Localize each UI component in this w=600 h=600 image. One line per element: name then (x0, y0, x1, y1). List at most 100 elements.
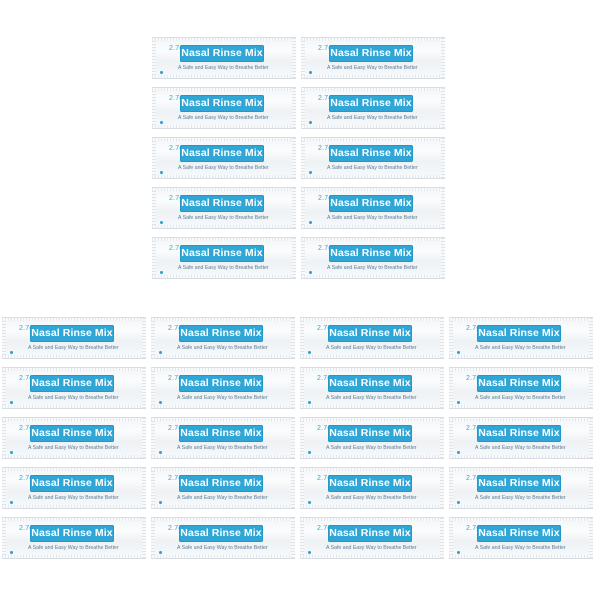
sachet-weight: 2.7g (317, 325, 332, 332)
logo-dot-icon (160, 71, 163, 74)
logo-dot-icon (309, 221, 312, 224)
sachet-product-name: Nasal Rinse Mix (180, 195, 264, 212)
crimp-edge-top (300, 418, 444, 421)
sachet-tagline: A Safe and Easy Way to Breathe Better (178, 115, 269, 121)
crimp-edge-bottom (151, 355, 295, 358)
crimp-edge-bottom (2, 405, 146, 408)
sachet-product-name: Nasal Rinse Mix (180, 145, 264, 162)
sachet-packet: 2.7g Nasal Rinse Mix A Safe and Easy Way… (300, 467, 444, 509)
logo-dot-icon (10, 451, 13, 454)
crimp-edge-top (301, 188, 445, 191)
crimp-edge-bottom (300, 455, 444, 458)
sachet-tagline: A Safe and Easy Way to Breathe Better (177, 545, 268, 551)
crimp-edge-bottom (2, 355, 146, 358)
logo-dot-icon (309, 71, 312, 74)
sachet-tagline: A Safe and Easy Way to Breathe Better (327, 65, 418, 71)
sachet-product-name: Nasal Rinse Mix (328, 475, 412, 492)
logo-dot-icon (160, 271, 163, 274)
sachet-packet: 2.7g Nasal Rinse Mix A Safe and Easy Way… (152, 187, 296, 229)
logo-dot-icon (160, 171, 163, 174)
logo-dot-icon (457, 401, 460, 404)
logo-dot-icon (159, 451, 162, 454)
crimp-edge-top (300, 368, 444, 371)
sachet-weight: 2.7g (466, 425, 481, 432)
sachet-product-name: Nasal Rinse Mix (328, 425, 412, 442)
logo-dot-icon (309, 171, 312, 174)
sachet-product-name: Nasal Rinse Mix (328, 325, 412, 342)
crimp-edge-bottom (301, 125, 445, 128)
sachet-weight: 2.7g (466, 325, 481, 332)
crimp-edge-bottom (152, 125, 296, 128)
sachet-product-name: Nasal Rinse Mix (30, 525, 114, 542)
sachet-weight: 2.7g (169, 195, 184, 202)
crimp-edge-top (151, 468, 295, 471)
sachet-tagline: A Safe and Easy Way to Breathe Better (327, 165, 418, 171)
sachet-weight: 2.7g (318, 195, 333, 202)
sachet-product-name: Nasal Rinse Mix (328, 525, 412, 542)
crimp-edge-bottom (300, 405, 444, 408)
sachet-weight: 2.7g (318, 245, 333, 252)
crimp-edge-top (300, 518, 444, 521)
sachet-tagline: A Safe and Easy Way to Breathe Better (177, 495, 268, 501)
sachet-tagline: A Safe and Easy Way to Breathe Better (177, 445, 268, 451)
sachet-tagline: A Safe and Easy Way to Breathe Better (28, 445, 119, 451)
sachet-packet: 2.7g Nasal Rinse Mix A Safe and Easy Way… (449, 467, 593, 509)
crimp-edge-top (151, 518, 295, 521)
crimp-edge-top (449, 468, 593, 471)
sachet-packet: 2.7g Nasal Rinse Mix A Safe and Easy Way… (151, 367, 295, 409)
crimp-edge-bottom (151, 405, 295, 408)
crimp-edge-top (301, 88, 445, 91)
sachet-packet: 2.7g Nasal Rinse Mix A Safe and Easy Way… (2, 317, 146, 359)
sachet-packet: 2.7g Nasal Rinse Mix A Safe and Easy Way… (300, 317, 444, 359)
sachet-packet: 2.7g Nasal Rinse Mix A Safe and Easy Way… (151, 417, 295, 459)
sachet-tagline: A Safe and Easy Way to Breathe Better (327, 115, 418, 121)
sachet-tagline: A Safe and Easy Way to Breathe Better (28, 395, 119, 401)
sachet-weight: 2.7g (168, 525, 183, 532)
sachet-weight: 2.7g (318, 95, 333, 102)
crimp-edge-top (151, 368, 295, 371)
logo-dot-icon (309, 121, 312, 124)
sachet-weight: 2.7g (317, 425, 332, 432)
crimp-edge-bottom (449, 405, 593, 408)
sachet-tagline: A Safe and Easy Way to Breathe Better (475, 545, 566, 551)
sachet-packet: 2.7g Nasal Rinse Mix A Safe and Easy Way… (152, 87, 296, 129)
logo-dot-icon (159, 551, 162, 554)
sachet-packet: 2.7g Nasal Rinse Mix A Safe and Easy Way… (449, 317, 593, 359)
crimp-edge-top (152, 138, 296, 141)
sachet-packet: 2.7g Nasal Rinse Mix A Safe and Easy Way… (2, 517, 146, 559)
sachet-product-name: Nasal Rinse Mix (179, 375, 263, 392)
crimp-edge-top (2, 318, 146, 321)
crimp-edge-bottom (152, 225, 296, 228)
crimp-edge-bottom (449, 355, 593, 358)
sachet-packet: 2.7g Nasal Rinse Mix A Safe and Easy Way… (301, 237, 445, 279)
crimp-edge-bottom (449, 505, 593, 508)
crimp-edge-top (300, 468, 444, 471)
logo-dot-icon (10, 551, 13, 554)
sachet-weight: 2.7g (466, 525, 481, 532)
crimp-edge-top (300, 318, 444, 321)
crimp-edge-top (449, 418, 593, 421)
sachet-packet: 2.7g Nasal Rinse Mix A Safe and Easy Way… (151, 467, 295, 509)
sachet-product-name: Nasal Rinse Mix (329, 145, 413, 162)
sachet-product-name: Nasal Rinse Mix (30, 325, 114, 342)
sachet-weight: 2.7g (168, 425, 183, 432)
sachet-product-name: Nasal Rinse Mix (329, 95, 413, 112)
sachet-tagline: A Safe and Easy Way to Breathe Better (28, 345, 119, 351)
crimp-edge-top (152, 188, 296, 191)
sachet-tagline: A Safe and Easy Way to Breathe Better (28, 545, 119, 551)
sachet-tagline: A Safe and Easy Way to Breathe Better (326, 445, 417, 451)
logo-dot-icon (159, 501, 162, 504)
crimp-edge-top (2, 368, 146, 371)
crimp-edge-top (449, 368, 593, 371)
crimp-edge-top (449, 518, 593, 521)
crimp-edge-bottom (301, 275, 445, 278)
crimp-edge-bottom (300, 355, 444, 358)
sachet-packet: 2.7g Nasal Rinse Mix A Safe and Easy Way… (152, 237, 296, 279)
crimp-edge-bottom (151, 505, 295, 508)
sachet-tagline: A Safe and Easy Way to Breathe Better (327, 215, 418, 221)
sachet-product-name: Nasal Rinse Mix (329, 45, 413, 62)
crimp-edge-bottom (301, 175, 445, 178)
crimp-edge-top (152, 238, 296, 241)
sachet-product-name: Nasal Rinse Mix (30, 425, 114, 442)
sachet-product-name: Nasal Rinse Mix (179, 325, 263, 342)
